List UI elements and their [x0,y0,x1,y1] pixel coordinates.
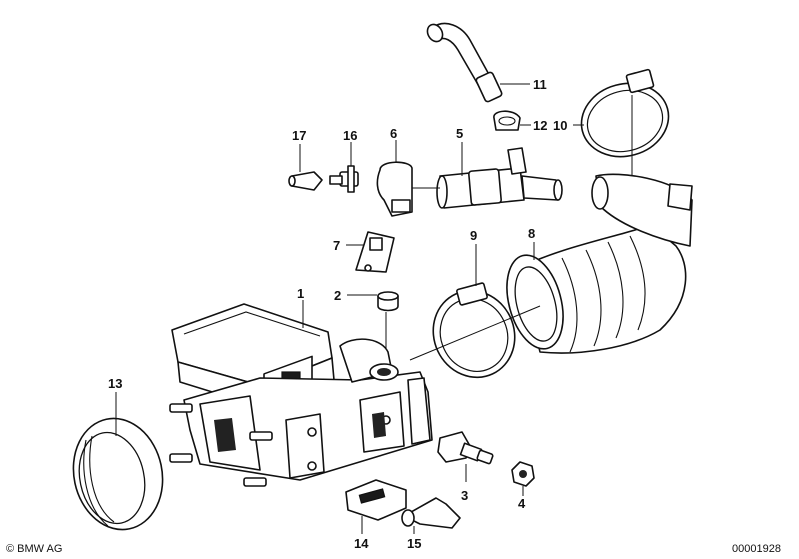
callout-14: 14 [354,536,369,551]
callout-7: 7 [333,238,340,253]
part-12-clip[interactable] [493,110,531,131]
callout-12: 12 [533,118,547,133]
part-1-air-flow-meter[interactable] [169,300,433,487]
callout-16: 16 [343,128,357,143]
callout-17: 17 [292,128,306,143]
callout-4: 4 [518,496,526,511]
part-2-cap[interactable] [347,291,399,362]
callout-13: 13 [108,376,122,391]
part-7-mounting-bracket[interactable] [346,231,395,273]
callout-11: 11 [533,77,547,92]
callout-1: 1 [297,286,304,301]
part-14-connector[interactable] [345,479,407,534]
part-3-sensor[interactable] [437,431,494,482]
callout-6: 6 [390,126,397,141]
callout-15: 15 [407,536,421,551]
part-5-valve[interactable] [410,142,563,209]
part-9-hose-clamp[interactable] [409,244,541,391]
callout-8: 8 [528,226,535,241]
callout-3: 3 [461,488,468,503]
part-13-seal-ring[interactable] [63,392,172,538]
part-11-hose[interactable] [424,22,530,103]
part-15-boot-cap[interactable] [401,497,461,534]
part-10-hose-clamp[interactable] [573,68,677,175]
part-6-bracket[interactable] [376,140,413,217]
callout-9: 9 [470,228,477,243]
callout-5: 5 [456,126,463,141]
part-8-intake-boot[interactable] [497,173,693,355]
callout-2: 2 [334,288,341,303]
diagram-number: 00001928 [732,543,781,555]
part-4-nut[interactable] [511,461,535,496]
copyright-text: © BMW AG [6,543,62,555]
part-16-screw[interactable] [329,142,359,193]
callout-10: 10 [553,118,567,133]
part-17-pin[interactable] [288,144,323,191]
